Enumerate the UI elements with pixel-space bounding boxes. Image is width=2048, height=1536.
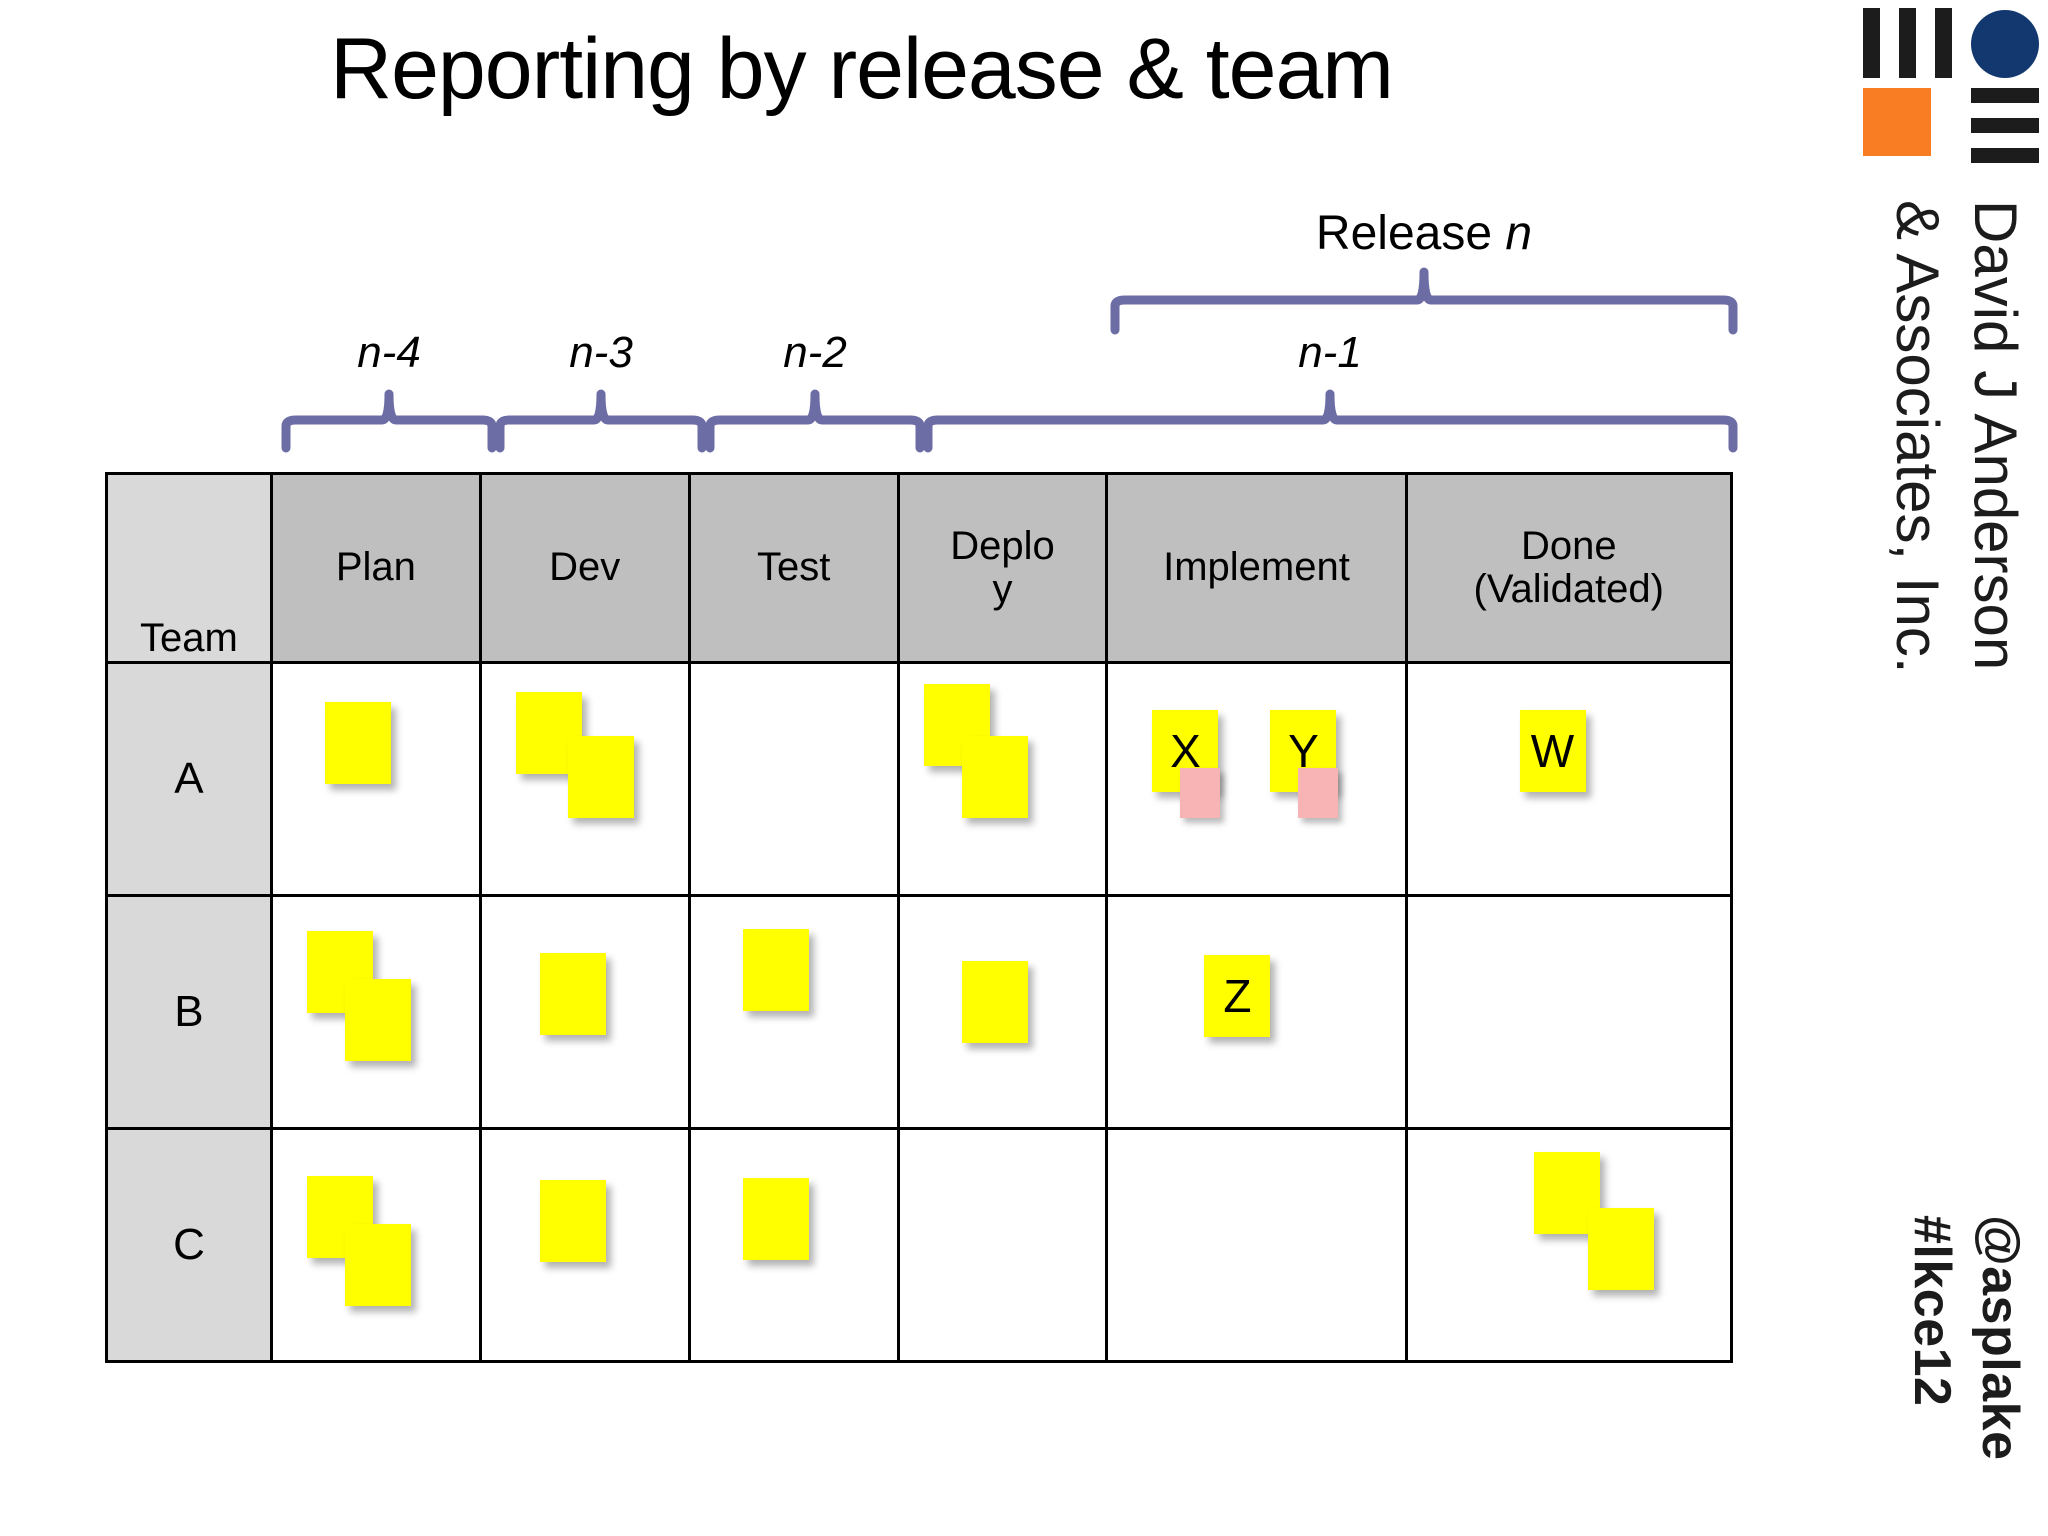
header-deploy: Deplo y [896,472,1109,664]
cell-canvas [1408,1130,1730,1360]
cell-canvas [691,897,897,1127]
board-cell-plan[interactable] [269,1127,482,1363]
bracket-n-1 [923,389,1738,453]
header-done-line-2: (Validated) [1473,567,1664,611]
cell-canvas: W [1408,664,1730,894]
team-label-cell: B [105,894,273,1130]
header-implement: Implement [1105,472,1408,664]
cell-canvas [691,1130,897,1360]
header-done: Done (Validated) [1404,472,1734,664]
board-cell-plan[interactable] [269,661,482,897]
board-cell-done[interactable] [1404,1127,1734,1363]
cell-canvas [482,664,688,894]
bracket-n-4 [281,389,497,453]
cell-canvas [1408,897,1730,1127]
cell-canvas [900,664,1106,894]
release-n-bracket [1110,267,1738,335]
sticky-note[interactable] [961,736,1028,818]
team-label-cell: A [105,661,273,897]
board-cell-done[interactable] [1404,894,1734,1130]
bracket-n-3 [495,389,707,453]
release-n-italic: n [1505,207,1533,260]
board-cell-test[interactable] [687,661,900,897]
board-cell-test[interactable] [687,1127,900,1363]
header-deploy-line-1: Deplo [950,523,1055,568]
logo-horizontal-bar-icon [1971,148,2039,163]
social-hashtag: #lkce12 [1903,1215,1961,1407]
sticky-note[interactable] [742,929,809,1011]
logo-vertical-bar-icon [1899,8,1916,78]
board-cell-test[interactable] [687,894,900,1130]
sticky-note[interactable] [344,979,411,1061]
cell-canvas [482,897,688,1127]
logo-horizontal-bar-icon [1971,88,2039,103]
logo-horizontal-bar-icon [1971,118,2039,133]
board-cell-impl[interactable]: Z [1105,894,1408,1130]
header-done-line-1: Done [1520,523,1617,568]
bracket-n-2 [705,389,925,453]
cell-canvas [273,664,479,894]
header-dev: Dev [478,472,691,664]
sticky-note-z[interactable]: Z [1204,955,1271,1037]
sticky-note[interactable] [324,702,391,784]
board-cell-deploy[interactable] [896,661,1109,897]
header-deploy-line-2: y [992,567,1013,611]
board-cell-deploy[interactable] [896,894,1109,1130]
brand-name-line-1: David J Anderson [1962,200,2029,671]
cell-canvas: Z [1108,897,1404,1127]
sticky-note[interactable] [539,1180,606,1262]
cell-canvas [1108,1130,1404,1360]
logo-vertical-bar-icon [1935,8,1952,78]
sticky-note[interactable] [961,961,1028,1043]
sticky-note[interactable] [567,736,634,818]
sticky-note[interactable] [742,1178,809,1260]
cell-canvas [691,664,897,894]
board-cell-plan[interactable] [269,894,482,1130]
cell-canvas [273,897,479,1127]
cell-canvas [482,1130,688,1360]
logo-square-icon [1863,88,1931,156]
board-cell-deploy[interactable] [896,1127,1109,1363]
sticky-note[interactable] [539,953,606,1035]
table-header-row: Team Plan Dev Test Deplo y Implement Don… [105,472,1734,664]
brand-name-line-2: & Associates, Inc. [1884,200,1951,674]
board-cell-dev[interactable] [478,661,691,897]
cell-canvas [900,1130,1106,1360]
board-cell-dev[interactable] [478,1127,691,1363]
bracket-label-n-3: n-3 [569,328,633,377]
board-cell-done[interactable]: W [1404,661,1734,897]
board-cell-impl[interactable] [1105,1127,1408,1363]
header-test: Test [687,472,900,664]
header-team: Team [105,472,273,664]
logo-circle-icon [1971,10,2039,78]
sticky-note[interactable] [344,1224,411,1306]
release-team-board: Team Plan Dev Test Deplo y Implement Don… [105,472,1734,1363]
sticky-note[interactable] [1180,768,1221,818]
release-n-label: Release n [1315,207,1533,260]
header-plan: Plan [269,472,482,664]
social-handle: @asplake [1971,1215,2029,1461]
bracket-label-n-2: n-2 [783,328,847,377]
table-row: C [105,1127,1734,1363]
brand-logo [1863,8,2043,178]
bracket-label-n-1: n-1 [1298,328,1362,377]
cell-canvas [900,897,1106,1127]
board-cell-dev[interactable] [478,894,691,1130]
sticky-note-w[interactable]: W [1519,710,1586,792]
sticky-note[interactable] [1587,1208,1654,1290]
sticky-note[interactable] [1298,768,1339,818]
team-label-cell: C [105,1127,273,1363]
page-title: Reporting by release & team [330,21,1394,117]
logo-vertical-bar-icon [1863,8,1880,78]
cell-canvas [273,1130,479,1360]
bracket-label-n-4: n-4 [357,328,421,377]
